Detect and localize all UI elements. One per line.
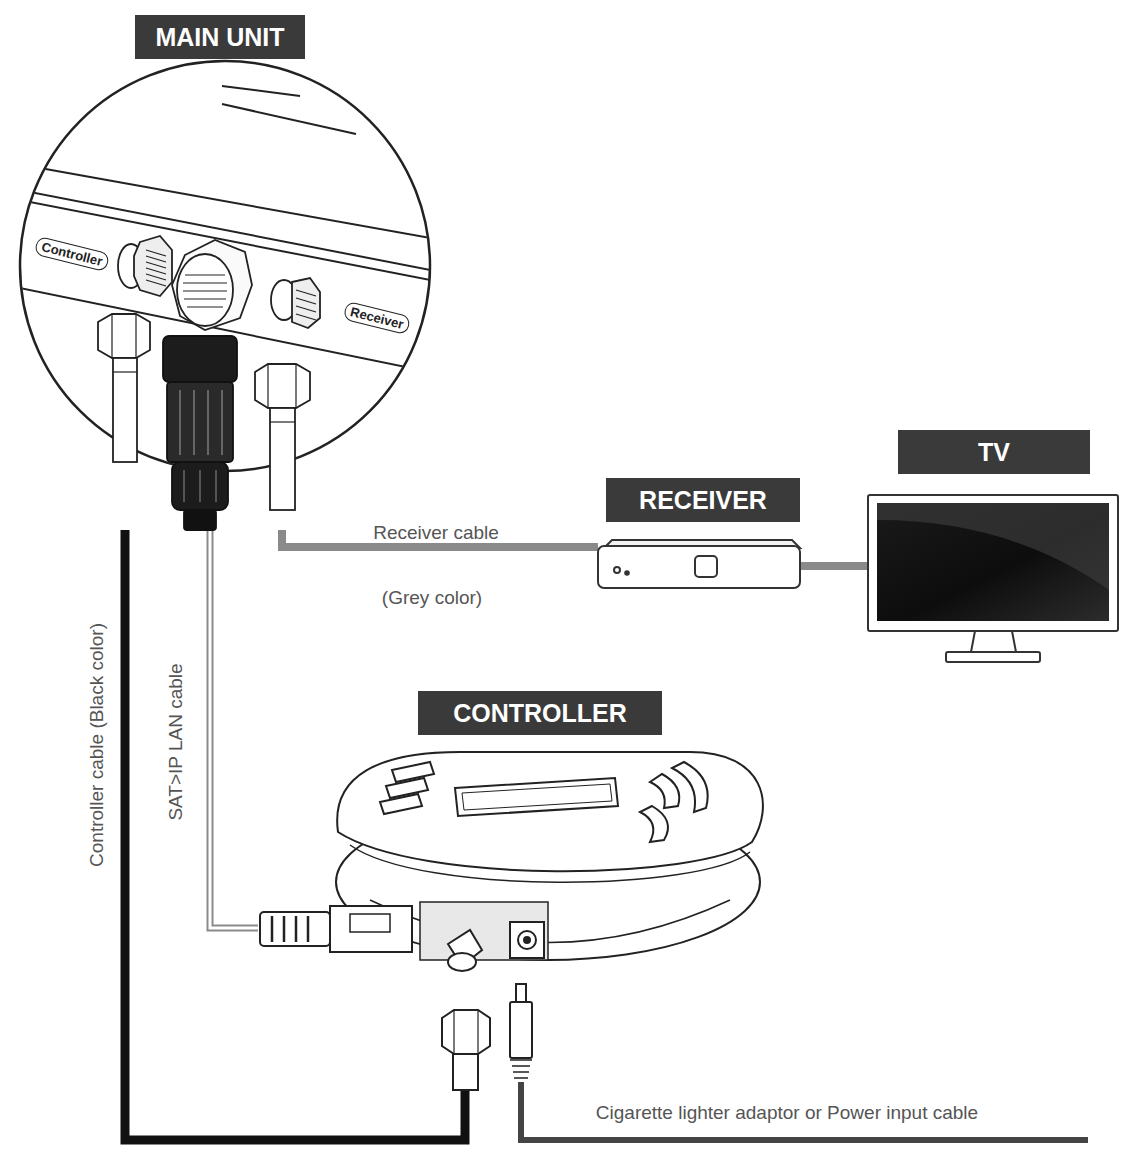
device-node: MAIN UNIT	[15, 62, 435, 530]
power-cable	[521, 1082, 1088, 1140]
device-heading: CONTROLLER	[418, 691, 662, 735]
device-node: RECEIVER	[598, 540, 800, 588]
cable-label: SAT>IP LAN cable	[165, 663, 187, 820]
cable-label: Receiver cable	[373, 522, 499, 544]
cable-note: Cigarette lighter adaptor or Power input…	[596, 1102, 978, 1124]
receiver-box	[598, 540, 800, 588]
device-node: TV	[868, 495, 1118, 662]
device-heading: TV	[898, 430, 1090, 474]
controller-device	[260, 752, 763, 1090]
device-heading: MAIN UNIT	[135, 15, 305, 59]
port-label: Controller	[34, 236, 111, 272]
device-heading: RECEIVER	[606, 478, 800, 522]
cable-note: (Grey color)	[382, 587, 482, 609]
port-label: Receiver	[343, 301, 412, 335]
cable-label: Controller cable (Black color)	[86, 623, 108, 867]
main-unit-detail	[20, 61, 430, 530]
tv-set	[868, 495, 1118, 662]
cable-connector	[800, 562, 868, 570]
cable-connector	[210, 530, 258, 928]
device-node: CONTROLLER	[258, 735, 760, 1090]
cable-connector	[282, 530, 598, 547]
cable-core	[210, 530, 258, 928]
